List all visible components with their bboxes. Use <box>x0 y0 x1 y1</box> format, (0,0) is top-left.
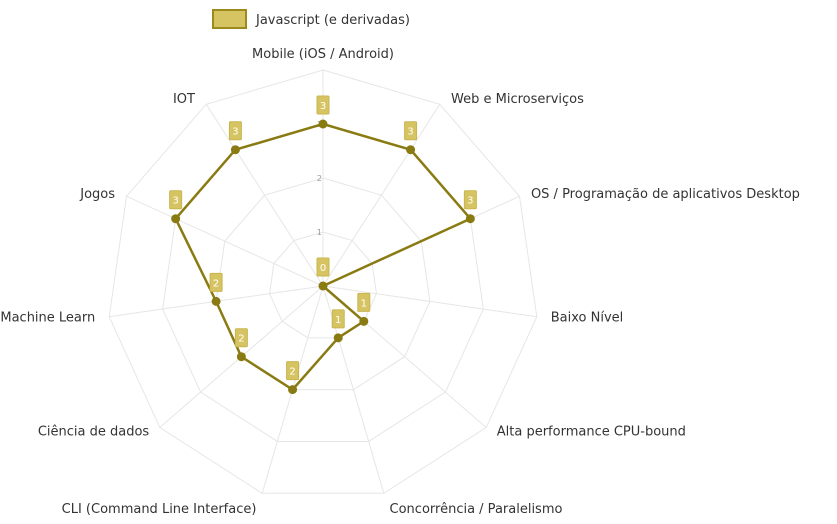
spoke-line <box>126 195 324 287</box>
category-label: Web e Microserviços <box>451 92 584 107</box>
data-label-value: 3 <box>172 196 178 207</box>
data-label: 3 <box>404 121 418 141</box>
data-label-value: 3 <box>232 127 238 138</box>
data-point[interactable] <box>211 296 221 306</box>
category-label: Concorrência / Paralelismo <box>390 502 563 517</box>
legend[interactable]: Javascript (e derivadas) <box>212 9 410 29</box>
series-line[interactable] <box>174 122 472 391</box>
data-point[interactable] <box>288 385 298 395</box>
data-label-box <box>463 190 477 210</box>
data-label-box <box>209 272 223 292</box>
data-label-box <box>316 257 330 277</box>
category-label: Alta performance CPU-bound <box>497 424 686 439</box>
tick-label: 1 <box>317 228 322 237</box>
data-label: 2 <box>209 272 223 292</box>
category-label: Machine Learn <box>0 311 95 326</box>
data-label-box <box>404 121 418 141</box>
legend-swatch[interactable] <box>212 9 247 29</box>
data-label-value: 2 <box>289 367 295 378</box>
series-points <box>171 119 475 395</box>
data-label: 3 <box>228 121 242 141</box>
tick-label: 2 <box>317 174 322 183</box>
spoke-line <box>205 104 324 287</box>
spoke-line <box>322 104 441 287</box>
category-labels: Mobile (iOS / Android) Web e Microserviço… <box>0 47 800 517</box>
data-label-box <box>286 361 300 381</box>
data-point[interactable] <box>230 145 240 155</box>
data-label-value: 1 <box>335 315 341 326</box>
category-label: Baixo Nível <box>551 311 624 326</box>
data-label-box <box>234 328 248 348</box>
data-label-value: 3 <box>407 127 413 138</box>
data-label: 2 <box>234 328 248 348</box>
data-label-value: 2 <box>213 278 219 289</box>
data-point[interactable] <box>333 333 343 343</box>
data-label: 3 <box>463 190 477 210</box>
data-point[interactable] <box>318 119 328 129</box>
data-label-box <box>228 121 242 141</box>
data-label: 1 <box>331 309 345 329</box>
category-label: Ciência de dados <box>38 424 150 439</box>
data-label-box <box>357 292 371 312</box>
data-label-box <box>169 190 183 210</box>
data-label: 1 <box>357 292 371 312</box>
radar-tick-labels: 123 <box>317 120 322 237</box>
data-label: 2 <box>286 361 300 381</box>
series-javascript <box>174 122 472 391</box>
category-label: IOT <box>173 92 195 107</box>
data-label-value: 3 <box>320 101 326 112</box>
data-label-box <box>316 95 330 115</box>
data-point[interactable] <box>171 214 181 224</box>
grid-ring <box>108 69 538 494</box>
category-label: Mobile (iOS / Android) <box>252 47 394 62</box>
grid-ring <box>215 177 431 391</box>
data-point[interactable] <box>236 352 246 362</box>
data-point[interactable] <box>406 145 416 155</box>
data-label-value: 2 <box>238 334 244 345</box>
data-point[interactable] <box>359 316 369 326</box>
category-label: OS / Programação de aplicativos Desktop <box>531 187 800 202</box>
data-labels: 3 3 3 0 1 1 2 2 2 3 3 <box>169 95 477 381</box>
data-label-box <box>331 309 345 329</box>
data-label: 3 <box>316 95 330 115</box>
category-label: CLI (Command Line Interface) <box>62 502 257 517</box>
legend-label[interactable]: Javascript (e derivadas) <box>255 13 410 28</box>
data-point[interactable] <box>465 214 475 224</box>
data-label-value: 3 <box>467 196 473 207</box>
spoke-line <box>322 285 537 318</box>
data-label: 3 <box>169 190 183 210</box>
data-point[interactable] <box>318 281 328 291</box>
data-label-value: 1 <box>361 298 367 309</box>
data-label: 0 <box>316 257 330 277</box>
data-label-value: 0 <box>320 263 326 274</box>
grid-ring <box>269 231 377 339</box>
category-label: Jogos <box>79 187 115 202</box>
